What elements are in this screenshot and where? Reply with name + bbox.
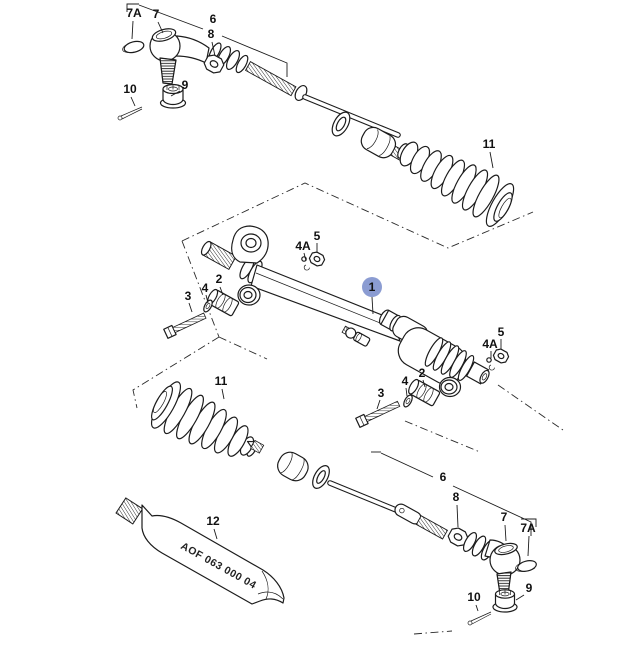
top-tie-rod-assembly	[117, 28, 411, 162]
inner-joint-bottom	[246, 439, 330, 489]
cotter-pin-top	[117, 106, 143, 121]
rack-tube	[250, 264, 401, 342]
washer-left	[203, 299, 213, 313]
clamp-bushing-right	[408, 378, 441, 407]
callout-3-right[interactable]: 3	[378, 386, 385, 400]
castle-nut-bottom	[492, 589, 518, 613]
pinion-shaft	[200, 240, 237, 271]
nut-right-5	[492, 348, 510, 364]
tie-rod-end-top	[149, 28, 249, 85]
callout-8-top[interactable]: 8	[208, 27, 215, 41]
bellows-boot-bottom	[150, 381, 258, 457]
bolt-right	[355, 400, 401, 428]
rack-end	[466, 361, 490, 385]
callout-4-left[interactable]: 4	[202, 281, 209, 295]
highlight-circle[interactable]	[362, 277, 382, 297]
housing-mount-ear	[438, 376, 462, 398]
callout-labels: 7A 7 6 8 9 10 11 2 4 3 4A 5 5 4A 2 4 3 1…	[123, 6, 536, 604]
callout-3-left[interactable]: 3	[185, 289, 192, 303]
group-frame-lines	[132, 182, 564, 635]
callout-7A-top[interactable]: 7A	[126, 6, 142, 20]
bottom-tie-rod-assembly	[246, 439, 537, 626]
callout-1[interactable]: 1	[369, 280, 376, 294]
bolt-left	[163, 312, 207, 339]
housing-ribs	[424, 337, 475, 381]
callout-2-right[interactable]: 2	[419, 366, 426, 380]
callout-10-bottom[interactable]: 10	[467, 590, 481, 604]
castle-nut-top	[159, 83, 187, 109]
callout-4A-right[interactable]: 4A	[482, 337, 498, 351]
callout-7A-bottom[interactable]: 7A	[520, 521, 536, 535]
clamp-hardware-right	[355, 348, 510, 428]
nut-left-5	[308, 251, 326, 267]
callout-4-right[interactable]: 4	[402, 374, 409, 388]
callout-10-top[interactable]: 10	[123, 82, 137, 96]
rack-centre-mount	[341, 325, 371, 347]
bellows-boot-top	[397, 141, 515, 227]
callout-6-bottom[interactable]: 6	[440, 470, 447, 484]
tie-rod-bracket-bottom	[371, 451, 532, 536]
tie-rod-shaft-top	[244, 61, 401, 138]
grease-tube: AOF 063 000 04	[115, 497, 285, 605]
callout-11-bottom[interactable]: 11	[215, 374, 228, 388]
callout-12[interactable]: 12	[206, 514, 220, 528]
callout-7-bottom[interactable]: 7	[501, 510, 508, 524]
rack-mount-ear-upper	[231, 225, 269, 264]
inner-joint-top	[331, 111, 411, 162]
leader-lines	[130, 20, 530, 612]
washer-bracket-bottom	[521, 518, 537, 527]
callout-7-top[interactable]: 7	[153, 7, 160, 21]
callout-9-bottom[interactable]: 9	[526, 581, 533, 595]
callout-2-left[interactable]: 2	[216, 272, 223, 286]
item-1-highlight[interactable]: 1	[362, 277, 382, 315]
callout-4A-left[interactable]: 4A	[295, 239, 311, 253]
clamp-hardware-left	[163, 288, 240, 339]
callout-11-top[interactable]: 11	[483, 137, 496, 151]
callout-8-bottom[interactable]: 8	[453, 490, 460, 504]
washer-right	[403, 394, 413, 408]
cotter-pin-bottom	[467, 611, 492, 626]
spring-washer-top	[122, 40, 145, 54]
tie-rod-bracket-top	[126, 3, 288, 77]
rack-mount-ear-lower	[237, 284, 261, 306]
callout-9-top[interactable]: 9	[182, 78, 189, 92]
callout-5-right[interactable]: 5	[498, 325, 505, 339]
callout-5-left[interactable]: 5	[314, 229, 321, 243]
tie-rod-shaft-bottom	[394, 503, 449, 540]
tie-rod-end-bottom	[462, 531, 521, 596]
lock-nut-top	[203, 54, 225, 74]
spring-washer-bottom	[515, 560, 537, 572]
steering-rack	[200, 225, 490, 398]
callout-6-top[interactable]: 6	[210, 12, 217, 26]
